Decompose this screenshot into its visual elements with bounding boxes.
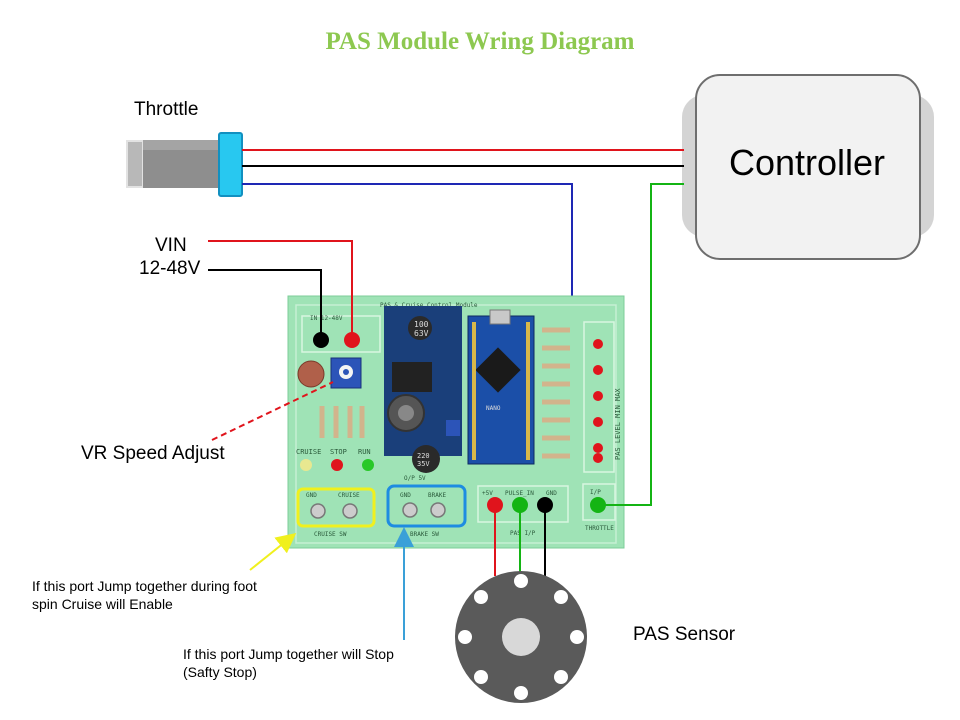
svg-text:100: 100 bbox=[414, 320, 429, 329]
throttle-label: Throttle bbox=[134, 99, 199, 120]
pas-plus5v-terminal bbox=[487, 497, 503, 513]
svg-text:PULSE_IN: PULSE_IN bbox=[505, 490, 534, 497]
controller-label: Controller bbox=[728, 142, 886, 183]
throttle-signal-green-wire bbox=[598, 183, 684, 506]
throttle-blue-wire bbox=[242, 183, 573, 296]
pas-sensor-label: PAS Sensor bbox=[633, 624, 736, 645]
svg-text:+5V: +5V bbox=[482, 490, 493, 497]
diagram-title: PAS Module Wring Diagram bbox=[325, 28, 635, 55]
svg-text:STOP: STOP bbox=[330, 448, 347, 456]
vin-black-wire bbox=[208, 269, 322, 340]
svg-text:CRUISE: CRUISE bbox=[296, 448, 321, 456]
svg-text:63V: 63V bbox=[414, 329, 429, 338]
controller-box bbox=[682, 74, 934, 260]
cruise-note-arrow bbox=[249, 533, 297, 571]
vin-red-terminal bbox=[344, 332, 360, 348]
vr-speed-label: VR Speed Adjust bbox=[81, 443, 225, 464]
pas-sensor-icon bbox=[455, 571, 587, 703]
vin-range-label: 12-48V bbox=[139, 258, 201, 279]
svg-text:CRUISE: CRUISE bbox=[338, 492, 360, 499]
vin-label: VIN bbox=[155, 235, 187, 256]
svg-text:IN 12-48V: IN 12-48V bbox=[310, 315, 343, 322]
svg-text:GND: GND bbox=[400, 492, 411, 499]
svg-text:GND: GND bbox=[306, 492, 317, 499]
svg-text:BRAKE: BRAKE bbox=[428, 492, 446, 499]
pas-pulse-terminal bbox=[512, 497, 528, 513]
svg-text:GND: GND bbox=[546, 490, 557, 497]
svg-text:35V: 35V bbox=[417, 460, 430, 468]
svg-text:220: 220 bbox=[417, 452, 430, 460]
svg-text:CRUISE SW: CRUISE SW bbox=[314, 531, 347, 538]
svg-text:THROTTLE: THROTTLE bbox=[585, 525, 614, 532]
pas-module-board: PAS & Cruise Control Module IN 12-48V 10… bbox=[287, 295, 625, 549]
svg-text:O/P 5V: O/P 5V bbox=[404, 475, 426, 482]
cruise-note-line1: If this port Jump together during foot bbox=[32, 578, 257, 594]
svg-text:NANO: NANO bbox=[486, 405, 501, 412]
svg-text:PAS & Cruise Control Module: PAS & Cruise Control Module bbox=[380, 302, 478, 309]
stop-note-line2: (Safty Stop) bbox=[183, 664, 257, 680]
throttle-out-terminal bbox=[590, 497, 606, 513]
svg-text:RUN: RUN bbox=[358, 448, 371, 456]
svg-text:I/P: I/P bbox=[590, 489, 601, 496]
svg-text:PAS I/P: PAS I/P bbox=[510, 530, 536, 537]
vin-red-wire bbox=[208, 240, 353, 340]
pas-gnd-terminal bbox=[537, 497, 553, 513]
svg-text:BRAKE SW: BRAKE SW bbox=[410, 531, 439, 538]
cruise-note-line2: spin Cruise will Enable bbox=[32, 596, 173, 612]
vin-black-terminal bbox=[313, 332, 329, 348]
svg-text:PAS LEVEL MIN MAX: PAS LEVEL MIN MAX bbox=[614, 388, 622, 460]
stop-note-line1: If this port Jump together will Stop bbox=[183, 646, 394, 662]
throttle-icon bbox=[126, 132, 243, 197]
vr-pointer-line bbox=[211, 381, 334, 441]
